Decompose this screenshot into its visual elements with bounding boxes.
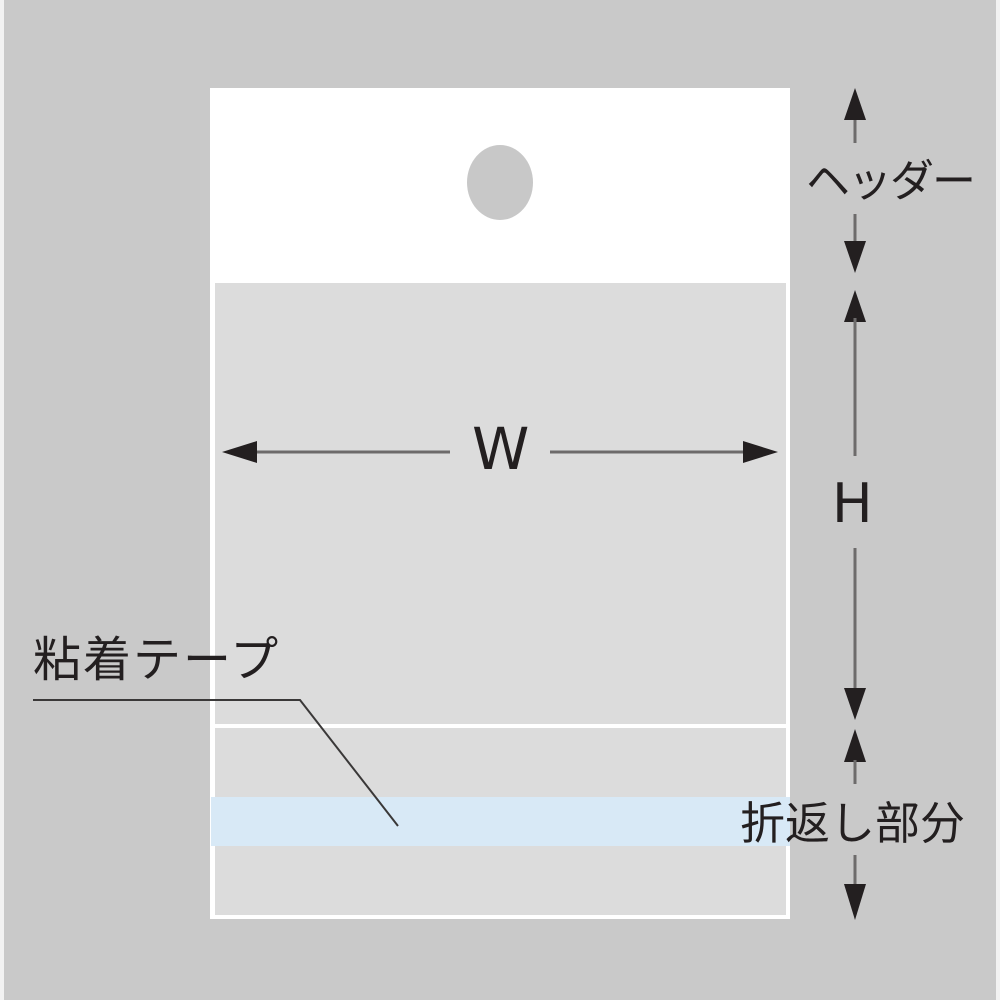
adhesive-tape-label: 粘着テープ	[33, 632, 281, 688]
header-height-arrow	[844, 88, 866, 273]
fold-part-label: 折返し部分	[740, 797, 966, 850]
adhesive-tape-leader-line	[33, 699, 399, 827]
bag-body-section	[215, 283, 786, 724]
bag-header-section	[210, 88, 790, 283]
adhesive-tape-strip	[211, 797, 790, 846]
width-arrow	[222, 441, 778, 463]
height-arrow	[844, 290, 866, 720]
height-label: H	[832, 472, 873, 535]
width-label: W	[472, 415, 530, 483]
hang-hole	[467, 145, 533, 220]
header-label: ヘッダー	[806, 156, 976, 207]
fold-height-arrow	[844, 729, 866, 920]
